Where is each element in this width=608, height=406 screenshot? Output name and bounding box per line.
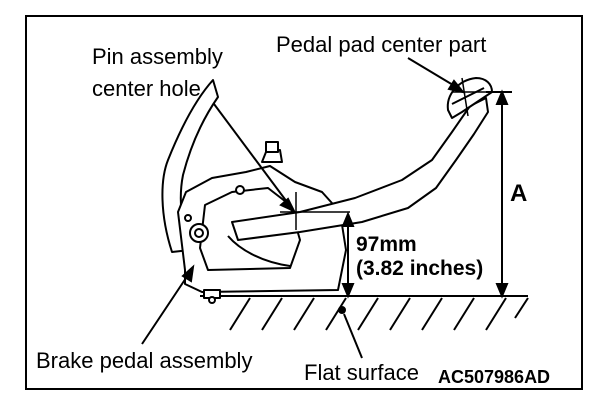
dimension-inches-label: (3.82 inches)	[356, 257, 484, 280]
flat-surface-label: Flat surface	[304, 360, 419, 385]
dimension-97mm	[341, 211, 355, 299]
dimension-97mm-label: 97mm	[356, 233, 417, 256]
center-hole-label: center hole	[92, 76, 201, 101]
pedal-pad-label: Pedal pad center part	[276, 32, 487, 57]
pin-assembly-label: Pin assembly	[92, 44, 223, 69]
brake-pedal-assembly-drawing	[161, 77, 493, 304]
leader-lines	[141, 57, 466, 359]
brake-pedal-assembly-label: Brake pedal assembly	[36, 348, 253, 373]
flat-surface-floor	[200, 295, 529, 331]
figure-frame	[25, 15, 583, 390]
dimension-a	[486, 89, 512, 299]
figure-code-label: AC507986AD	[438, 367, 551, 387]
pin-center-crosshair	[280, 192, 350, 230]
dimension-a-label: A	[510, 180, 528, 207]
